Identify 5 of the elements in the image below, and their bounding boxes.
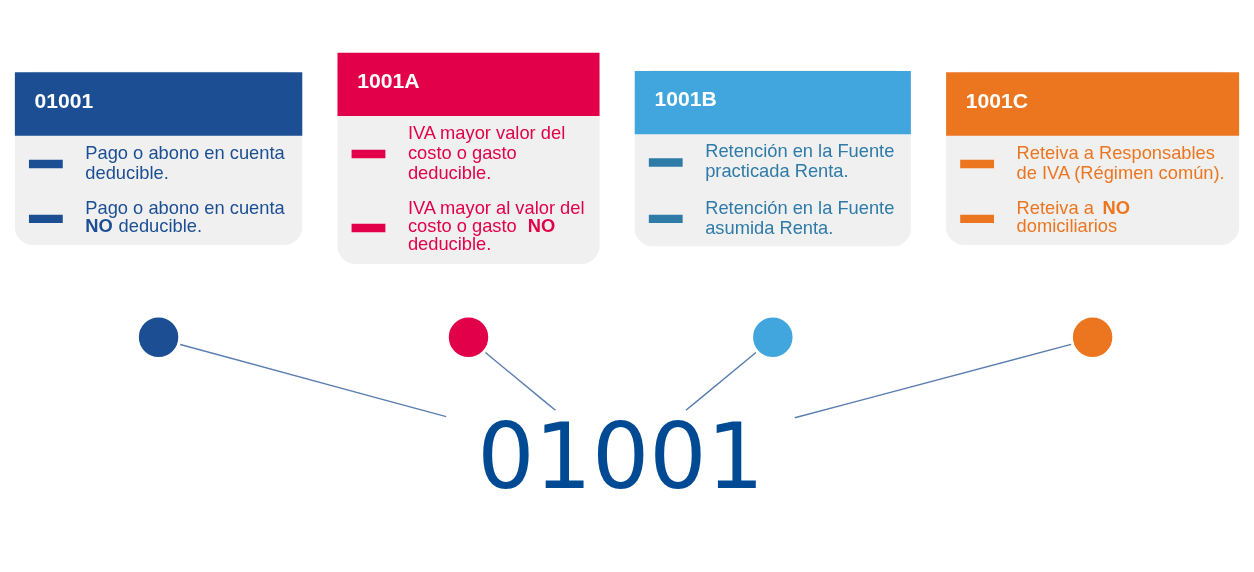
connector bbox=[179, 343, 447, 417]
connector bbox=[484, 351, 557, 411]
node-text: 01001 bbox=[477, 403, 765, 509]
connector bbox=[794, 343, 1072, 418]
connector bbox=[685, 351, 757, 411]
